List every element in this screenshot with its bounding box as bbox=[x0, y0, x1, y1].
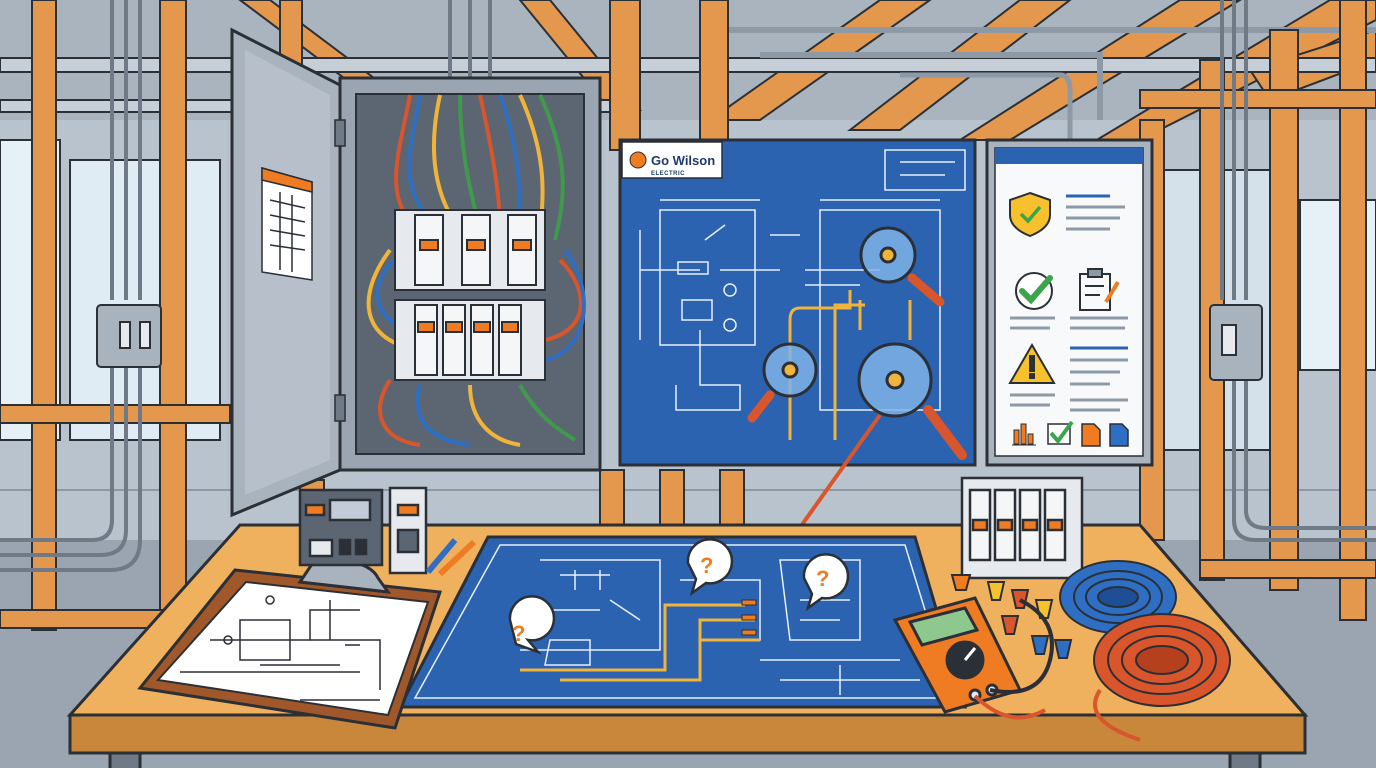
wall-conduits bbox=[0, 0, 1376, 572]
green-check-icon bbox=[1015, 272, 1053, 310]
clipboard-icon bbox=[1079, 268, 1120, 311]
warning-icon bbox=[1008, 343, 1056, 384]
clipboard-schematic bbox=[137, 557, 443, 730]
electrical-panel bbox=[230, 27, 602, 518]
wall-switch-right bbox=[1209, 304, 1263, 381]
wall-blueprint: Go Wilson ELECTRIC bbox=[618, 138, 977, 597]
panel-wires bbox=[366, 94, 586, 447]
copper-wire-coil bbox=[1093, 613, 1231, 742]
magnifier-icon bbox=[859, 226, 945, 307]
question-bubble-icon: ? bbox=[508, 595, 556, 655]
flame-logo-icon bbox=[629, 151, 647, 169]
question-bubble-icon: ? bbox=[686, 538, 734, 597]
panel-breakers bbox=[394, 209, 546, 381]
wall-switch-left bbox=[96, 304, 162, 368]
shield-check-icon bbox=[1009, 191, 1051, 238]
magnifier-icon bbox=[747, 342, 818, 423]
multimeter bbox=[892, 596, 1054, 720]
logo-subtitle: ELECTRIC bbox=[651, 171, 685, 177]
magnifier-icon bbox=[857, 342, 967, 460]
green-check-icon bbox=[1047, 420, 1074, 445]
breaker-block bbox=[960, 476, 1084, 580]
safety-checklist-board bbox=[985, 138, 1154, 467]
question-bubble-icon: ? bbox=[802, 553, 850, 612]
svg-text:?: ? bbox=[700, 553, 713, 578]
table-blueprint: ? ? ? bbox=[397, 535, 968, 709]
single-breaker bbox=[388, 486, 428, 575]
meter-box bbox=[298, 488, 384, 567]
bar-chart-icon bbox=[1012, 423, 1036, 446]
svg-text:?: ? bbox=[816, 566, 829, 591]
document-icon bbox=[1081, 423, 1129, 447]
svg-text:?: ? bbox=[512, 621, 525, 646]
company-logo: Go Wilson ELECTRIC bbox=[621, 141, 723, 179]
panel-schedule-sheet bbox=[261, 167, 313, 281]
logo-name: Go Wilson bbox=[651, 153, 715, 168]
pencils bbox=[425, 538, 477, 577]
